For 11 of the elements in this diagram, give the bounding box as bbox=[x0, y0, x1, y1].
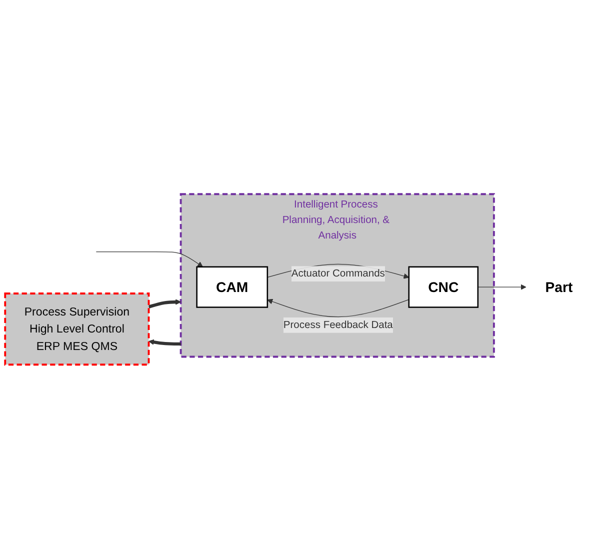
arrow bbox=[148, 299, 182, 309]
node-box: CAM bbox=[196, 266, 268, 308]
edge-label: Actuator Commands bbox=[291, 268, 385, 280]
arrow bbox=[267, 298, 410, 318]
arrow bbox=[96, 252, 203, 268]
arrow bbox=[478, 284, 526, 290]
node-box: Process Supervision High Level Control ERP MES QMS bbox=[4, 292, 150, 366]
arrow bbox=[148, 339, 181, 346]
node-box: CNC bbox=[408, 266, 479, 308]
node-text: Part bbox=[545, 279, 573, 296]
edge-label: Process Feedback Data bbox=[283, 320, 393, 330]
